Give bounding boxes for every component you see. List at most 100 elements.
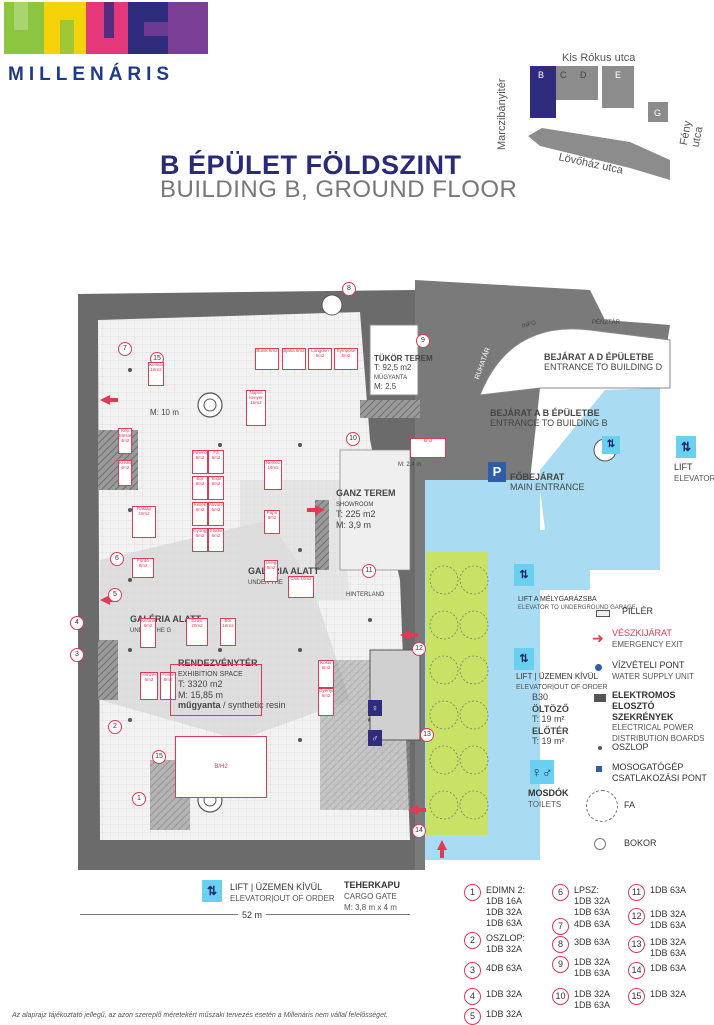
power-point-legend-line: 4DB 63A xyxy=(486,963,523,973)
dishwasher-legend-icon xyxy=(596,766,602,772)
floor-plan: 8 9 7 10 11 6 5 4 3 2 1 12 13 14 15 15 I… xyxy=(70,280,714,870)
power-point-legend-line: 1DB 32A xyxy=(650,909,687,919)
power-point-legend-line: 1DB 32A xyxy=(574,957,611,967)
stand-10: Fürdő 8m2 xyxy=(132,558,154,578)
toilet-icon-men: ♂ xyxy=(368,730,382,746)
parking-icon: P xyxy=(488,462,506,482)
power-point-legend-text-2: OSZLOP:1DB 32A xyxy=(486,933,525,955)
power-point-legend-line: LPSZ: xyxy=(574,885,600,895)
footer-disclaimer: Az alaprajz tájékoztató jellegű, az azon… xyxy=(12,1012,388,1019)
power-point-12: 12 xyxy=(412,642,426,656)
power-point-legend-line: 1DB 63A xyxy=(650,919,687,930)
keymap-label-c: C xyxy=(560,70,567,80)
power-point-legend-line: 1DB 63A xyxy=(650,947,687,958)
keymap-label-d: D xyxy=(580,70,587,80)
power-point-legend-15: 15 xyxy=(628,988,645,1005)
width-dimension-label: 52 m xyxy=(238,910,267,921)
power-point-5: 5 xyxy=(108,588,122,602)
page-subtitle: BUILDING B, GROUND FLOOR xyxy=(160,176,518,203)
stand-23: Kerámia 6m2 xyxy=(140,618,156,648)
keymap-lovohaz-building xyxy=(528,128,670,180)
stand-12: Bőr 6m2 xyxy=(192,476,208,500)
stand-17: Akvarell 6m2 xyxy=(208,502,224,526)
power-point-legend-line: 1DB 32A xyxy=(650,937,687,947)
stand-cargo: 8m2 xyxy=(410,438,446,458)
power-point-legend-4: 4 xyxy=(464,988,481,1005)
power-point-legend-5: 5 xyxy=(464,1008,481,1025)
stand-16: Textil 6m2 xyxy=(208,476,224,500)
power-point-legend-2: 2 xyxy=(464,932,481,949)
stand-9: Raklap 16m2 xyxy=(132,506,156,538)
millenaris-logo-mark xyxy=(4,2,208,54)
b30-label: B30 xyxy=(532,692,549,702)
stand-b2: B/H2 xyxy=(175,736,267,798)
keymap-building-d xyxy=(572,66,598,100)
power-point-legend-text-4: 1DB 32A xyxy=(486,989,522,1000)
power-point-legend-line: 1DB 32A xyxy=(486,943,523,954)
stand-14: Gyöngy 6m2 xyxy=(192,528,208,552)
power-point-3: 3 xyxy=(70,648,84,662)
power-point-legend-line: 1DB 16A xyxy=(486,895,523,906)
power-point-legend-line: EDIMN 2: xyxy=(486,885,526,895)
height-24m-label: M: 2,4 m xyxy=(398,462,422,468)
stand-29: Gyertya 6m2 xyxy=(318,688,334,716)
power-point-legend-text-14: 1DB 63A xyxy=(650,963,686,974)
electric-board-legend-icon xyxy=(594,694,606,702)
pillar-legend-icon xyxy=(596,610,610,617)
power-point-13: 13 xyxy=(420,728,434,742)
stand-27: Fonal 8m2 xyxy=(160,672,176,700)
power-point-legend-text-7: 4DB 63A xyxy=(574,919,610,930)
page-title: B ÉPÜLET FÖLDSZINT xyxy=(160,150,462,180)
stand-6: Kenkai 16m2 xyxy=(148,362,164,386)
power-point-legend-6: 6 xyxy=(552,884,569,901)
power-point-legend-line: 1DB 32A xyxy=(486,1009,523,1019)
power-point-legend-line: 1DB 63A xyxy=(650,885,687,895)
power-point-2: 2 xyxy=(108,720,122,734)
power-point-15b: 15 xyxy=(152,750,166,764)
emergency-exit-legend-icon: ➜ xyxy=(592,630,604,646)
stand-25: Bőr 16m2 xyxy=(220,618,236,646)
stand-19: Papír 8m2 xyxy=(264,510,280,534)
stand-18: Stúdió 6m2 xyxy=(208,528,224,552)
power-point-legend-11: 11 xyxy=(628,884,645,901)
keymap-building-c xyxy=(556,66,572,100)
power-point-legend-line: 1DB 63A xyxy=(574,999,611,1010)
power-point-legend-line: 1DB 32A xyxy=(650,989,687,999)
height-10m-label: M: 10 m xyxy=(150,408,179,417)
power-point-legend-13: 13 xyxy=(628,936,645,953)
stand-3: Longdon 6m2 xyxy=(308,348,332,370)
power-point-legend-10: 10 xyxy=(552,988,569,1005)
dishwasher-legend-label: MOSOGATÓGÉP CSATLAKOZÁSI PONT xyxy=(612,762,707,783)
power-point-14: 14 xyxy=(412,824,426,838)
power-point-legend-12: 12 xyxy=(628,908,645,925)
power-point-4: 4 xyxy=(70,616,84,630)
ticket-office-label: PÉNZTÁR xyxy=(592,320,621,326)
service-lift-icon: ⇅ xyxy=(514,648,534,670)
stand-11: Pihenő 6m2 xyxy=(192,450,208,474)
power-point-legend-3: 3 xyxy=(464,962,481,979)
event-space-outline xyxy=(170,664,262,716)
power-point-10: 10 xyxy=(346,432,360,446)
tree-legend-label: FA xyxy=(624,800,636,810)
stand-24: Ezüst 20m2 xyxy=(186,618,208,646)
power-point-legend-text-5: 1DB 32A xyxy=(486,1009,522,1020)
power-point-9: 9 xyxy=(416,334,430,348)
stand-8: Kreatív 4m2 xyxy=(118,460,132,486)
toilets-legend-icon: ♀♂ xyxy=(530,760,554,784)
